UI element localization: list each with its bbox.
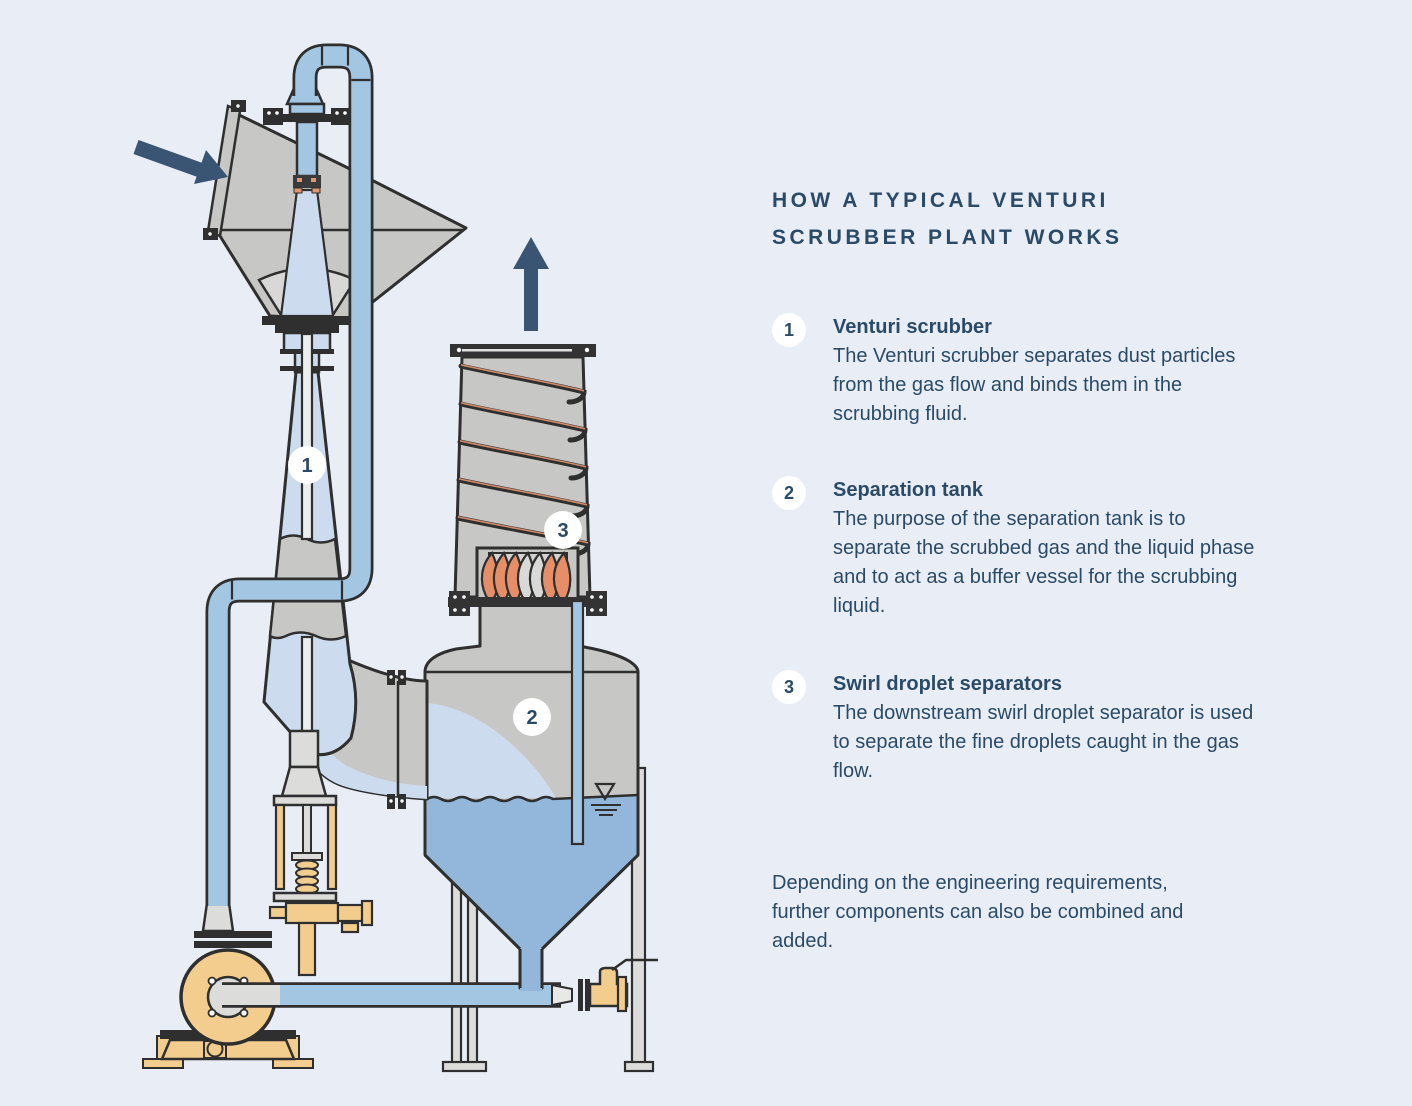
- pump-suction-flange: [194, 901, 272, 948]
- legend-item-separation-tank: 2 Separation tank The purpose of the sep…: [772, 476, 1268, 621]
- footer-note: Depending on the engineering requirement…: [772, 872, 1184, 952]
- plant-diagram: 1 2 3: [133, 43, 658, 1073]
- legend-item-heading: Venturi scrubber: [833, 316, 992, 338]
- venturi-scrubber: [262, 316, 358, 761]
- page-title-line2: SCRUBBER PLANT WORKS: [772, 226, 1123, 249]
- scrubbing-liquid: [425, 795, 638, 991]
- recirculation-pipe: [205, 43, 374, 906]
- diagram-label-2-text: 2: [526, 707, 537, 729]
- clean-gas-outlet-arrow-icon: [513, 237, 549, 331]
- actuator-valve: [268, 899, 374, 977]
- diagram-label-3-text: 3: [557, 520, 568, 542]
- separation-tank: [423, 600, 640, 991]
- legend-number-badge: 1: [772, 313, 806, 347]
- gas-inlet-arrow-icon: [133, 139, 228, 184]
- legend-item-heading: Separation tank: [833, 479, 984, 501]
- diagram-label-tank: 2: [513, 698, 551, 736]
- throat-adjustment-assembly: [268, 729, 374, 977]
- page-title-line1: HOW A TYPICAL VENTURI: [772, 189, 1109, 212]
- diagram-label-separator: 3: [544, 511, 582, 549]
- legend-number-badge: 3: [772, 670, 806, 704]
- level-indicator-icon: [591, 782, 621, 816]
- diagram-label-venturi: 1: [288, 446, 326, 484]
- legend-item-body: The downstream swirl droplet separator i…: [833, 702, 1254, 782]
- inlet-flow-tongue: [427, 703, 556, 798]
- swirl-droplet-separator-column: [448, 344, 607, 616]
- dip-tube: [570, 599, 585, 846]
- legend-item-venturi-scrubber: 1 Venturi scrubber The Venturi scrubber …: [772, 313, 1268, 429]
- legend-item-body: The Venturi scrubber separates dust part…: [833, 345, 1236, 425]
- spray-nozzle: [293, 175, 321, 194]
- inlet-hood: [203, 100, 468, 322]
- swirl-vane-box: [475, 546, 580, 603]
- legend-number-badge: 2: [772, 476, 806, 510]
- legend-item-heading: Swirl droplet separators: [833, 673, 1062, 695]
- page-title: HOW A TYPICAL VENTURI SCRUBBER PLANT WOR…: [772, 182, 1122, 256]
- legend-item-swirl-droplet-separators: 3 Swirl droplet separators The downstrea…: [772, 670, 1268, 786]
- legend-item-body: The purpose of the separation tank is to…: [833, 508, 1255, 617]
- diagram-label-1-text: 1: [301, 455, 312, 477]
- drain-valve: [551, 958, 658, 1013]
- spring: [295, 859, 319, 895]
